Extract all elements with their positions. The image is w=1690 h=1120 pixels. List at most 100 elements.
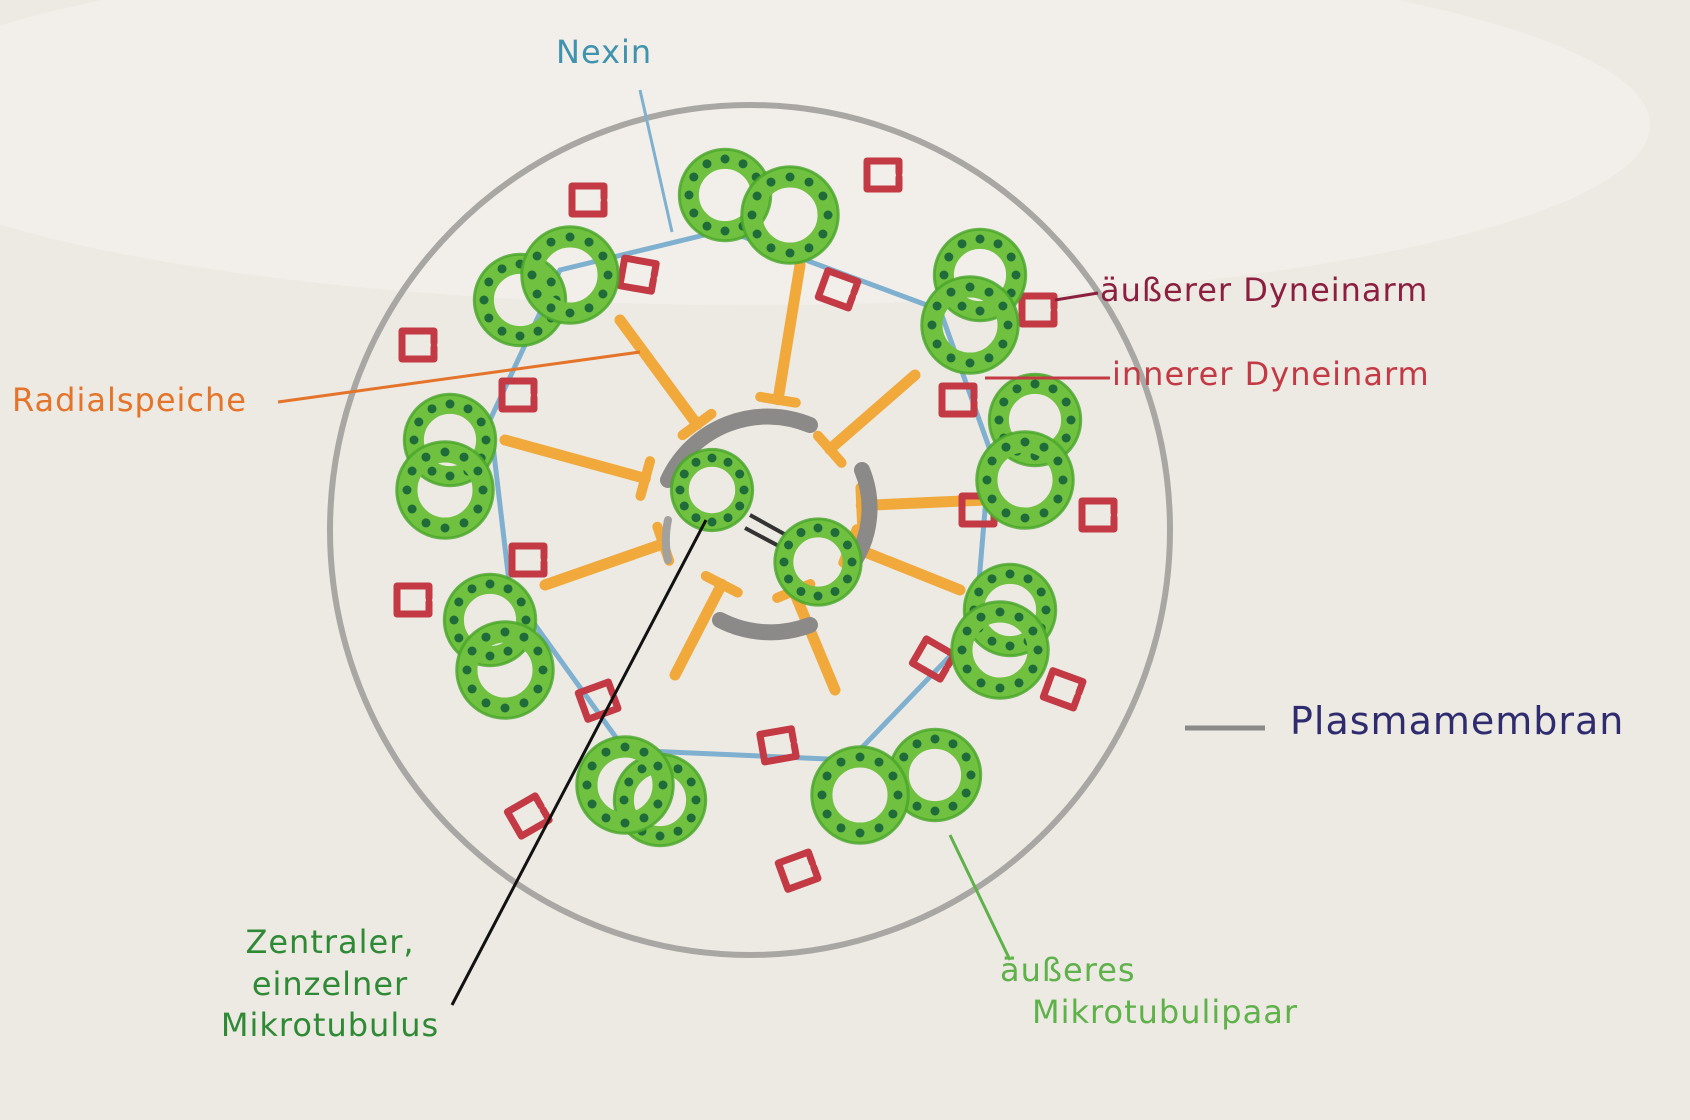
doublet-9-b-tubule-dot (532, 251, 542, 261)
inner-dynein-arm-stroke (814, 267, 862, 312)
doublet-9-b-tubule-dot (527, 270, 537, 280)
doublet-9-b-tubule-dot (565, 232, 575, 242)
doublet-3-b-tubule-dot (1039, 508, 1049, 518)
doublet-6-a-tubule-dot (624, 777, 634, 787)
plasma-membrane-label: Plasmamembran (1290, 699, 1625, 743)
doublet-3-b-tubule-dot (1001, 508, 1011, 518)
doublet-9-a-tubule-dot (515, 331, 525, 341)
central-singlet-right-outline (773, 517, 863, 607)
doublet-5-a-tubule-dot (912, 739, 922, 749)
doublet-5-b-tubule-dot (893, 790, 903, 800)
central-singlet-right-dot (813, 523, 823, 533)
doublet-7-a-tubule-dot (467, 584, 477, 594)
doublet-4-b-tubule-dot (962, 664, 972, 674)
nexin-link (557, 227, 728, 273)
central-singlet-left-dot (675, 485, 685, 495)
doublet-6-b-tubule-dot (653, 761, 663, 771)
doublet-4-a-tubule-outline (962, 562, 1058, 658)
outer-pair-label-line-2: Mikrotubulipaar (1032, 992, 1298, 1031)
outer-dynein-arm-stroke (1078, 497, 1118, 533)
doublet-6-a-tubule-dot (691, 795, 701, 805)
doublet-6-b-tubule-dot (601, 813, 611, 823)
doublet-6-b-tubule-dot (639, 813, 649, 823)
doublet-3-b-tubule-dot (1039, 442, 1049, 452)
doublet-4-a-tubule-dot (1036, 587, 1046, 597)
doublet-9-a-tubule-dot (533, 326, 543, 336)
doublet-2-a-tubule-dot (957, 239, 967, 249)
doublet-4-b-tubule-dot (957, 645, 967, 655)
outer-dynein-arm (568, 182, 608, 218)
doublet-9-b-tubule (520, 225, 620, 325)
doublet-9-b-tubule-dot (598, 251, 608, 261)
central-singlet-left-dot (707, 453, 717, 463)
doublet-8-a-tubule-dot (427, 466, 437, 476)
central-singlet-right-dot (813, 591, 823, 601)
doublet-5-a-tubule-dot (948, 801, 958, 811)
doublet-2-b-tubule-dot (965, 358, 975, 368)
radial-spoke (844, 540, 966, 596)
central-singlet-left-dot (691, 457, 701, 467)
radial-spoke (669, 578, 728, 681)
doublet-8-b-tubule-dot (459, 518, 469, 528)
central-singlet-left-outline (669, 447, 755, 533)
central-singlet-left-dot (723, 457, 733, 467)
radial-spoke-leader-line (277, 350, 641, 404)
doublet-5-a-tubule-dot (899, 752, 909, 762)
doublet-6-b-tubule-outline (575, 735, 675, 835)
central-singlet-right-dot (784, 574, 794, 584)
doublet-9-a-tubule-dot (497, 264, 507, 274)
doublet-8-a-tubule-dot (476, 417, 486, 427)
inner-dynein-arm-stroke (508, 542, 548, 578)
doublet-3-a-tubule-dot (1061, 397, 1071, 407)
doublet-5-b-tubule-dot (817, 790, 827, 800)
doublet-1-b-tubule-dot (804, 243, 814, 253)
doublet-2-a-tubule-dot (993, 239, 1003, 249)
doublet-8-b-tubule-outline (395, 440, 495, 540)
central-microtubule-label-line-2: einzelner (251, 964, 409, 1003)
doublet-2-a-tubule-dot (939, 270, 949, 280)
doublet-7-b-tubule-outline (455, 620, 555, 720)
doublet-7-a-tubule-dot (449, 615, 459, 625)
doublet-2-b-tubule-dot (984, 353, 994, 363)
doublet-9-b-tubule-outline (520, 225, 620, 325)
inner-dynein-arm-stroke (574, 678, 622, 723)
outer-dynein-arm (1039, 667, 1087, 712)
leader-lines (277, 89, 1265, 1006)
doublet-2-b-tubule-dot (984, 287, 994, 297)
doublet-2-b-tubule-dot (932, 301, 942, 311)
doublet-8-b-tubule-dot (440, 447, 450, 457)
doublet-3-a-tubule-dot (1030, 379, 1040, 389)
central-sheath-arc-bottom (712, 612, 818, 641)
central-singlet-left-dot (735, 469, 745, 479)
doublet-7-b-tubule-dot (467, 684, 477, 694)
radial-spoke (772, 259, 806, 406)
doublet-5-b-tubule-dot (874, 823, 884, 833)
central-apparatus (660, 408, 878, 641)
outer-dynein-arm (393, 582, 433, 618)
doublet-5-b-tubule-outline (810, 745, 910, 845)
doublet-5-a-tubule-dot (930, 734, 940, 744)
doublet-2-a-tubule-dot (1011, 270, 1021, 280)
outer-dynein-arm-stroke (568, 182, 608, 218)
doublet-3-b-tubule-dot (987, 456, 997, 466)
doublet-4-a-tubule-dot (1005, 569, 1015, 579)
doublet-2-b-tubule-dot (998, 339, 1008, 349)
doublet-2-a-tubule-dot (944, 252, 954, 262)
doublet-8-a-tubule-dot (463, 404, 473, 414)
outer-dynein-arm-stroke (398, 327, 438, 363)
central-sheath-arc-left (661, 516, 672, 564)
central-singlet-left-dot (723, 513, 733, 523)
doublet-8-a-tubule-dot (409, 435, 419, 445)
doublet-1-a-tubule-dot (689, 208, 699, 218)
central-singlet-right-dot (842, 574, 852, 584)
doublet-1-b-tubule-dot (766, 177, 776, 187)
doublet-7-a-tubule-dot (516, 597, 526, 607)
outer-dynein-leader-line (1054, 291, 1099, 302)
doublet-7-b-tubule-dot (500, 627, 510, 637)
central-microtubule-label: Zentraler, einzelner Mikrotubulus (180, 922, 480, 1047)
doublet-4-b-tubule-dot (976, 612, 986, 622)
central-microtubule-label-line-3: Mikrotubulus (220, 1006, 440, 1045)
central-microtubule-label-line-1: Zentraler, (245, 923, 415, 961)
doublet-2-b-tubule-dot (946, 287, 956, 297)
doublet-6-b-tubule-dot (587, 761, 597, 771)
